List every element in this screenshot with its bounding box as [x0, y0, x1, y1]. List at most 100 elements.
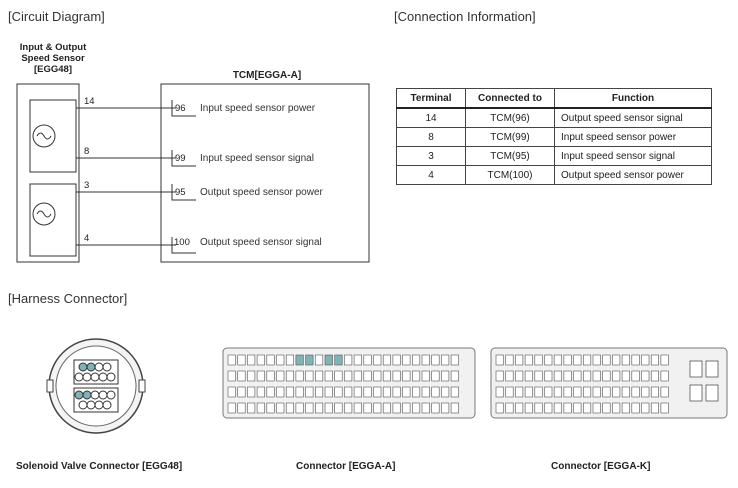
- connector-pin: [583, 386, 592, 398]
- connector-pin: [237, 402, 246, 414]
- header-connected-to: Connected to: [465, 88, 555, 109]
- connector-pin: [315, 354, 324, 366]
- connector-pin: [495, 386, 504, 398]
- connector-pin: [334, 354, 343, 366]
- connector-pin: [363, 354, 372, 366]
- input-sensor-element: [29, 99, 77, 173]
- connector-pin: [431, 402, 440, 414]
- tcm-pin-99-bracket: [171, 150, 196, 167]
- connector-pin: [612, 386, 621, 398]
- connector-pin: [334, 402, 343, 414]
- connector-pin: [573, 354, 582, 366]
- output-sensor-coil-icon: [32, 202, 56, 226]
- connector-pin: [247, 386, 256, 398]
- connector-pin: [505, 354, 514, 366]
- connector-pin: [534, 402, 543, 414]
- connector-pin: [412, 386, 421, 398]
- connector-pin: [247, 402, 256, 414]
- sensor-pin-3: 3: [84, 180, 90, 191]
- tcm-pin-95-function: Output speed sensor power: [200, 187, 323, 198]
- connector-pin: [392, 354, 401, 366]
- egga-k-shell: [490, 347, 728, 419]
- connector-pin: [553, 354, 562, 366]
- connector-pin: [515, 402, 524, 414]
- connector-pin: [256, 402, 265, 414]
- connector-pin: [621, 402, 630, 414]
- connector-pin: [505, 402, 514, 414]
- connector-pin: [402, 402, 411, 414]
- connector-pin: [305, 402, 314, 414]
- connector-pin: [495, 370, 504, 382]
- connector-pin: [650, 386, 659, 398]
- connector-pin: [544, 386, 553, 398]
- connector-pin: [421, 402, 430, 414]
- connector-pin: [450, 402, 459, 414]
- connector-pin: [353, 386, 362, 398]
- egg48-pin: [86, 400, 96, 410]
- cell-terminal: 3: [396, 146, 466, 166]
- input-sensor-wave-icon: [36, 132, 52, 140]
- connector-pin: [295, 386, 304, 398]
- connector-pin: [266, 386, 275, 398]
- connector-pin: [650, 354, 659, 366]
- tcm-pin-99: 99: [175, 153, 186, 164]
- connector-pin: [305, 386, 314, 398]
- connector-pin: [650, 370, 659, 382]
- egg48-pin-grid: [73, 359, 119, 413]
- tcm-pin-99-function: Input speed sensor signal: [200, 153, 314, 164]
- connector-pin: [324, 354, 333, 366]
- cell-terminal: 8: [396, 127, 466, 147]
- connector-pin: [660, 402, 669, 414]
- connector-pin: [266, 402, 275, 414]
- connector-large-pin: [689, 384, 703, 402]
- tcm-pin-96-function: Input speed sensor power: [200, 103, 316, 114]
- egg48-pin: [82, 390, 92, 400]
- connector-pin: [573, 402, 582, 414]
- connector-pin: [285, 354, 294, 366]
- sensor-pin-14: 14: [84, 96, 95, 107]
- egg48-pin: [106, 372, 116, 382]
- connector-pin: [315, 402, 324, 414]
- connector-pin: [305, 354, 314, 366]
- connector-pin: [563, 386, 572, 398]
- connector-pin: [315, 386, 324, 398]
- egg48-key-left: [46, 379, 54, 393]
- cell-function: Input speed sensor power: [554, 127, 712, 147]
- connector-pin: [515, 386, 524, 398]
- connector-pin: [382, 354, 391, 366]
- tcm-pin-100-bracket: [171, 237, 196, 254]
- cell-terminal: 4: [396, 165, 466, 185]
- connector-pin: [382, 386, 391, 398]
- connector-pin: [505, 370, 514, 382]
- connector-pin: [344, 402, 353, 414]
- connector-large-pin: [705, 384, 719, 402]
- sensor-pin-8: 8: [84, 146, 90, 157]
- circuit-diagram: [16, 83, 370, 263]
- connector-pin: [344, 354, 353, 366]
- connector-pin: [353, 354, 362, 366]
- connector-pin: [285, 370, 294, 382]
- egg48-pin: [98, 372, 108, 382]
- connector-pin: [421, 386, 430, 398]
- connector-pin: [256, 354, 265, 366]
- tcm-pin-100-function: Output speed sensor signal: [200, 237, 322, 248]
- connector-pin: [227, 354, 236, 366]
- connector-pin: [276, 402, 285, 414]
- connector-pin: [256, 386, 265, 398]
- header-terminal: Terminal: [396, 88, 466, 109]
- tcm-pin-96-bracket: [171, 100, 196, 117]
- egg48-pin: [94, 400, 104, 410]
- tcm-pin-100: 100: [174, 237, 190, 248]
- connector-pin: [641, 402, 650, 414]
- egg48-connector: [46, 338, 146, 434]
- egga-k-connector: [490, 347, 728, 419]
- egg48-pin: [78, 362, 88, 372]
- connector-pin: [544, 402, 553, 414]
- circuit-diagram-title: [Circuit Diagram]: [8, 9, 105, 24]
- connector-pin: [247, 370, 256, 382]
- connector-pin: [544, 370, 553, 382]
- connector-pin: [295, 370, 304, 382]
- connector-pin: [524, 354, 533, 366]
- egg48-pin: [74, 372, 84, 382]
- cell-terminal: 14: [396, 107, 466, 128]
